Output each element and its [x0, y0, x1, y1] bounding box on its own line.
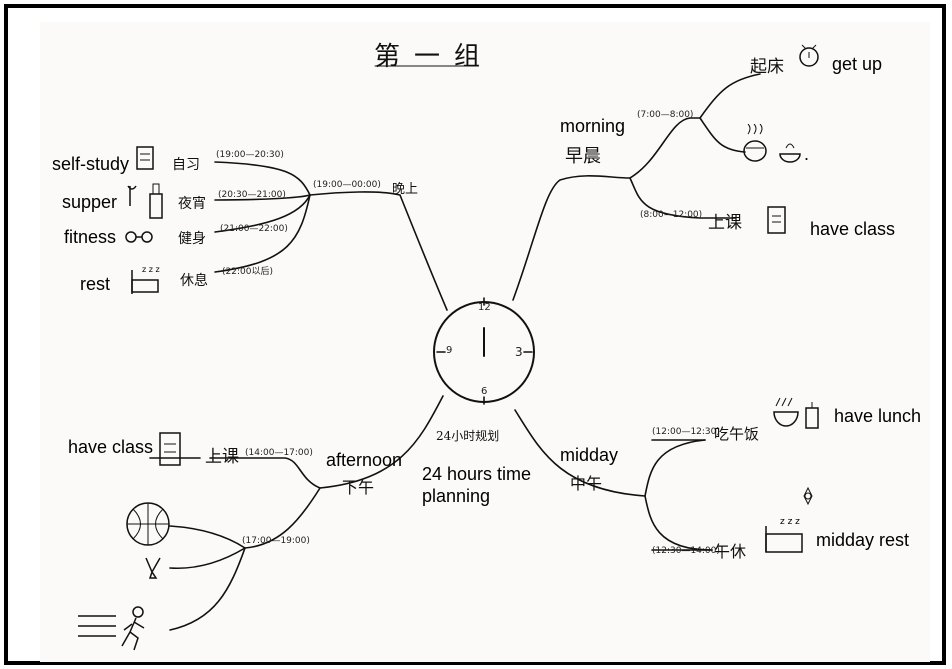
study-book-icon [134, 144, 158, 177]
afternoon-label-cn: 下午 [342, 474, 374, 498]
rest-time: (22:00以后) [222, 264, 273, 277]
book-icon [765, 204, 789, 241]
get-up-en: get up [832, 54, 882, 75]
self-study-en: self-study [52, 154, 129, 175]
morning-time: (7:00—8:00) [637, 110, 693, 120]
get-up-cn: 起床 [750, 52, 784, 77]
midday-rest-time: (12:30—14:00) [652, 546, 720, 556]
branch-evening [310, 192, 447, 310]
supper-cn: 夜宵 [178, 193, 206, 213]
alarm-clock-icon [796, 40, 822, 75]
bed-icon: z z z [128, 262, 164, 303]
fitness-time: (21:00—22:00) [220, 224, 288, 234]
lunch-cn: 吃午饭 [714, 423, 759, 444]
page-title: 第一组 [374, 36, 494, 73]
rice-bowl-icon [742, 124, 812, 173]
self-study-time: (19:00—20:30) [216, 150, 284, 160]
fitness-en: fitness [64, 227, 116, 248]
nap-bed-icon: z z z [762, 484, 822, 561]
self-study-cn: 自习 [172, 154, 200, 174]
afternoon-label: afternoon [326, 450, 402, 471]
midday-rest-en: midday rest [816, 530, 909, 551]
morning-class-cn: 上课 [708, 208, 742, 233]
rest-en: rest [80, 274, 110, 295]
afternoon-class-time: (14:00—17:00) [245, 448, 313, 458]
evening-time: (19:00—00:00) [313, 180, 381, 190]
shuttlecock-icon [142, 554, 168, 587]
afternoon-book-icon [157, 430, 185, 475]
sport-time: (17:00—19:00) [242, 536, 310, 546]
svg-text:z z z: z z z [780, 517, 800, 527]
breakfast-dot: . [804, 144, 809, 165]
morning-class-time: (8:00—12:00) [640, 210, 702, 220]
center-label-en: 24 hours time planning [422, 463, 542, 507]
evening-label-cn: 晚上 [392, 178, 418, 197]
clock-number-12: 12 [478, 302, 491, 313]
midday-label: midday [560, 445, 618, 466]
morning-label-cn: 早晨 [565, 142, 601, 168]
afternoon-class-en: have class [68, 437, 153, 458]
lunch-bowl-icon [770, 392, 824, 441]
bottle-icon [124, 180, 170, 227]
svg-text:z z z: z z z [142, 265, 160, 274]
lunch-en: have lunch [834, 406, 921, 427]
rest-cn: 休息 [180, 270, 208, 290]
afternoon-class-cn: 上课 [205, 442, 239, 467]
morning-label: morning [560, 116, 625, 137]
midday-rest-cn: 午休 [714, 538, 746, 562]
clock-number-6: 6 [481, 386, 487, 397]
fitness-cn: 健身 [178, 228, 206, 248]
center-label-cn: 24小时规划 [436, 427, 499, 444]
dumbbell-icon [124, 226, 154, 253]
supper-en: supper [62, 192, 117, 213]
lunch-time: (12:00—12:30) [652, 427, 720, 437]
basketball-icon [124, 500, 172, 553]
morning-class-en: have class [810, 219, 895, 240]
supper-time: (20:30—21:00) [218, 190, 286, 200]
midday-label-cn: 中午 [570, 470, 602, 494]
branch-morning [513, 176, 630, 300]
running-icon [76, 604, 156, 659]
clock-number-9: 9 [446, 345, 452, 356]
clock-number-3: 3 [515, 345, 523, 359]
